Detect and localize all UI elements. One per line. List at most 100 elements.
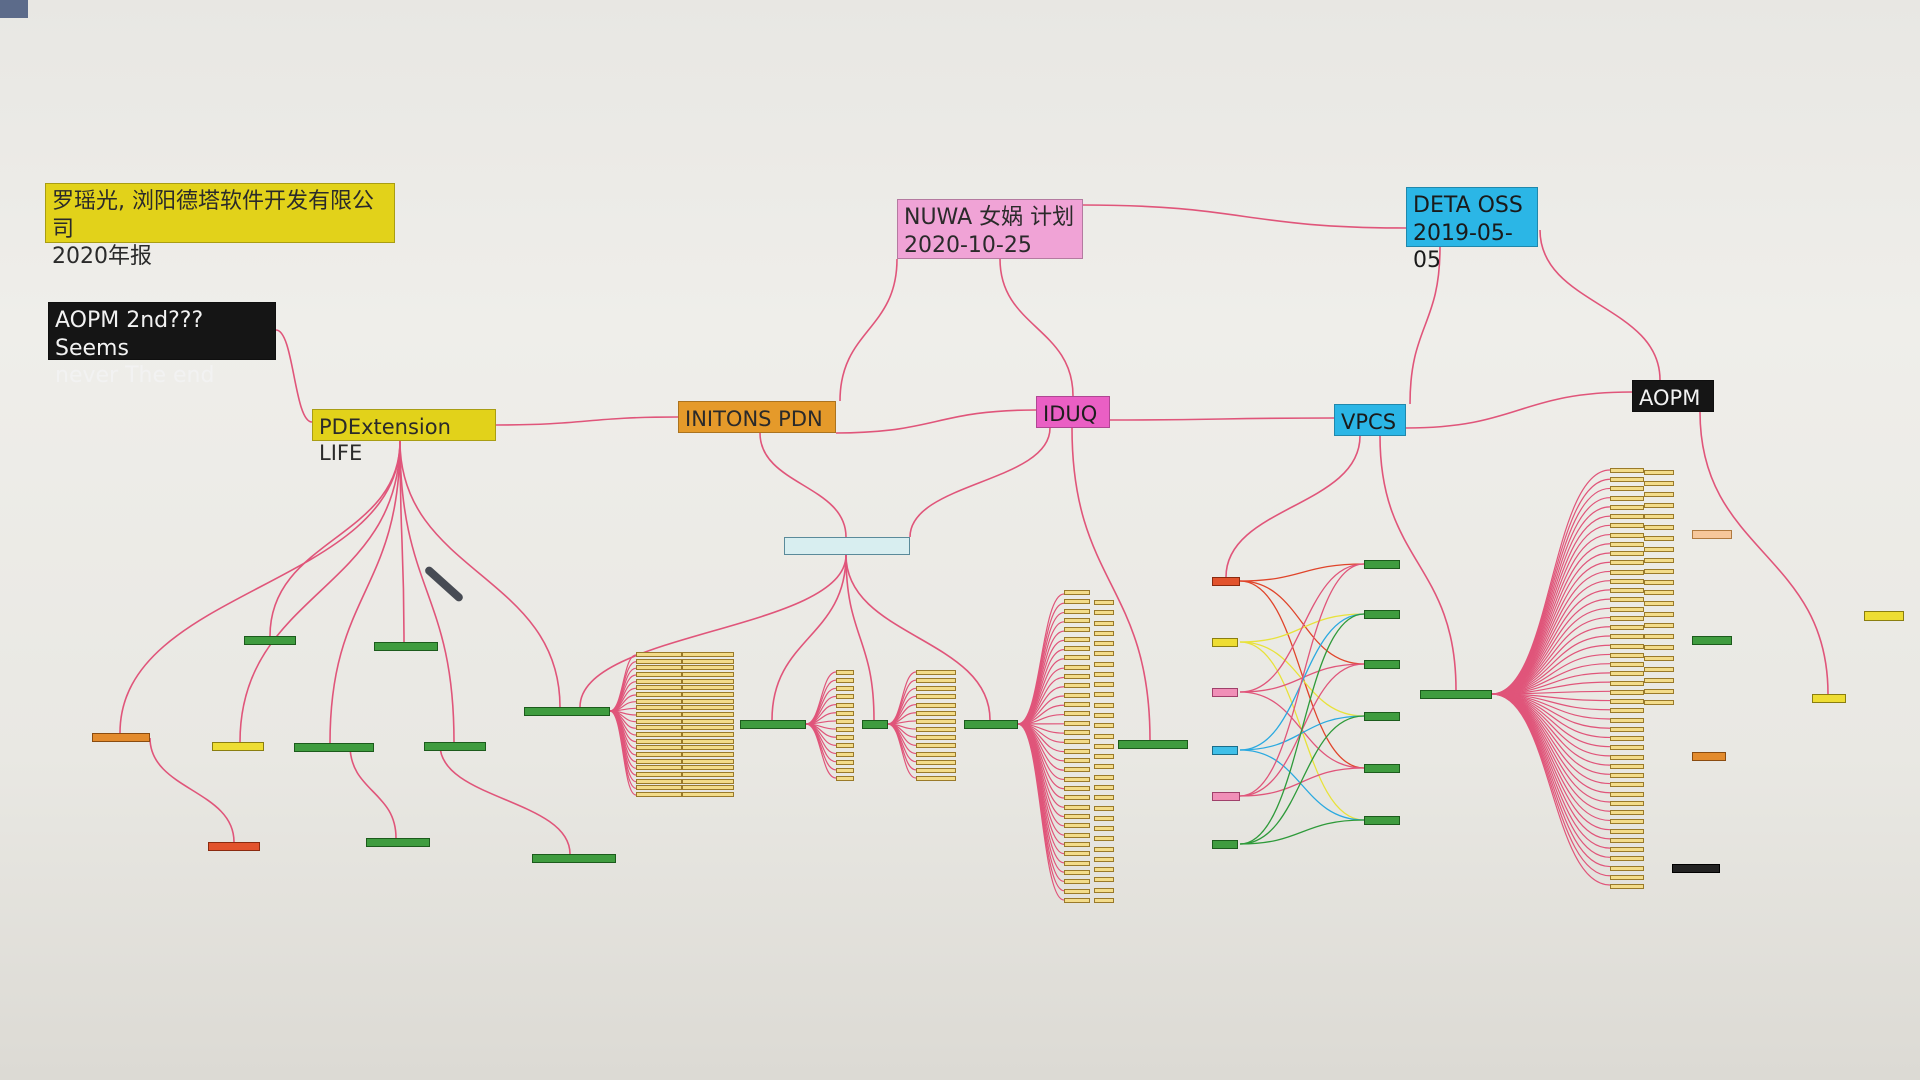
leaf-node[interactable] <box>1064 646 1090 651</box>
leaf-node[interactable] <box>636 738 682 744</box>
leaf-node[interactable] <box>1610 736 1644 742</box>
leaf-node[interactable] <box>244 636 296 645</box>
leaf-node[interactable] <box>1644 470 1674 475</box>
leaf-node[interactable] <box>1364 816 1400 825</box>
leaf-node[interactable] <box>636 685 682 691</box>
leaf-node[interactable] <box>1692 752 1726 761</box>
leaf-node[interactable] <box>1644 557 1674 563</box>
leaf-node[interactable] <box>1064 748 1090 754</box>
leaf-node[interactable] <box>636 725 682 731</box>
leaf-node[interactable] <box>1094 723 1114 729</box>
leaf-node[interactable] <box>916 678 956 684</box>
leaf-node[interactable] <box>1610 578 1644 584</box>
leaf-node[interactable] <box>1864 611 1904 621</box>
leaf-node[interactable] <box>836 686 854 692</box>
leaf-node[interactable] <box>1644 524 1674 530</box>
leaf-node[interactable] <box>836 702 854 708</box>
leaf-node[interactable] <box>1064 879 1090 885</box>
leaf-node[interactable] <box>636 732 682 737</box>
subtopic-note-box[interactable] <box>784 537 910 555</box>
leaf-node[interactable] <box>1212 840 1238 849</box>
leaf-node[interactable] <box>1610 689 1644 695</box>
leaf-node[interactable] <box>1610 726 1644 732</box>
leaf-node[interactable] <box>636 698 682 704</box>
leaf-node[interactable] <box>1644 491 1674 497</box>
leaf-node[interactable] <box>1094 898 1114 903</box>
leaf-node[interactable] <box>1364 610 1400 619</box>
leaf-node[interactable] <box>682 758 734 764</box>
leaf-node[interactable] <box>836 735 854 741</box>
leaf-node[interactable] <box>682 718 734 724</box>
leaf-node[interactable] <box>1064 711 1090 717</box>
leaf-node[interactable] <box>1364 764 1400 773</box>
leaf-node[interactable] <box>1644 480 1674 486</box>
leaf-node[interactable] <box>1610 532 1644 538</box>
leaf-node[interactable] <box>682 698 734 704</box>
leaf-node[interactable] <box>1644 601 1674 607</box>
leaf-node[interactable] <box>636 785 682 791</box>
leaf-node[interactable] <box>532 854 616 863</box>
leaf-node[interactable] <box>1644 546 1674 552</box>
leaf-node[interactable] <box>916 718 956 724</box>
leaf-node[interactable] <box>636 672 682 677</box>
leaf-node[interactable] <box>1094 692 1114 698</box>
leaf-node[interactable] <box>1610 486 1644 492</box>
leaf-node[interactable] <box>1064 674 1090 679</box>
iduq-node[interactable]: IDUQ <box>1036 396 1110 428</box>
leaf-node[interactable] <box>1094 826 1114 832</box>
leaf-node[interactable] <box>1610 680 1644 686</box>
leaf-node[interactable] <box>740 720 806 729</box>
leaf-node[interactable] <box>1364 660 1400 669</box>
leaf-node[interactable] <box>916 710 956 716</box>
leaf-node[interactable] <box>1064 627 1090 633</box>
leaf-node[interactable] <box>1094 795 1114 801</box>
leaf-node[interactable] <box>636 678 682 684</box>
leaf-node[interactable] <box>1064 888 1090 894</box>
leaf-node[interactable] <box>1610 763 1644 769</box>
leaf-node[interactable] <box>682 685 734 691</box>
leaf-node[interactable] <box>1610 800 1644 806</box>
leaf-node[interactable] <box>1644 645 1674 651</box>
leaf-node[interactable] <box>836 767 854 773</box>
leaf-node[interactable] <box>1672 864 1720 873</box>
leaf-node[interactable] <box>1094 805 1114 811</box>
leaf-node[interactable] <box>1610 708 1644 714</box>
leaf-node[interactable] <box>682 678 734 684</box>
leaf-node[interactable] <box>1094 610 1114 616</box>
leaf-node[interactable] <box>1644 579 1674 585</box>
leaf-node[interactable] <box>836 710 854 716</box>
leaf-node[interactable] <box>1064 683 1090 689</box>
leaf-node[interactable] <box>682 692 734 697</box>
leaf-node[interactable] <box>1610 560 1644 566</box>
leaf-node[interactable] <box>1094 661 1114 667</box>
leaf-node[interactable] <box>916 743 956 749</box>
leaf-node[interactable] <box>1094 856 1114 862</box>
leaf-node[interactable] <box>1064 664 1090 670</box>
leaf-node[interactable] <box>294 743 374 752</box>
leaf-node[interactable] <box>1610 782 1644 788</box>
leaf-node[interactable] <box>916 670 956 675</box>
leaf-node[interactable] <box>1064 730 1090 735</box>
leaf-node[interactable] <box>1610 523 1644 529</box>
leaf-node[interactable] <box>1064 739 1090 745</box>
leaf-node[interactable] <box>1610 514 1644 520</box>
leaf-node[interactable] <box>1610 856 1644 862</box>
leaf-node[interactable] <box>1610 717 1644 723</box>
leaf-node[interactable] <box>636 692 682 697</box>
leaf-node[interactable] <box>1094 651 1114 657</box>
leaf-node[interactable] <box>1094 846 1114 852</box>
leaf-node[interactable] <box>1644 689 1674 695</box>
leaf-node[interactable] <box>1644 623 1674 629</box>
leaf-node[interactable] <box>682 745 734 751</box>
leaf-node[interactable] <box>1094 774 1114 780</box>
leaf-node[interactable] <box>1094 784 1114 790</box>
leaf-node[interactable] <box>1644 568 1674 574</box>
leaf-node[interactable] <box>636 765 682 771</box>
leaf-node[interactable] <box>836 694 854 700</box>
deta-oss-node[interactable]: DETA OSS 2019-05-05 <box>1406 187 1538 273</box>
leaf-node[interactable] <box>1610 652 1644 658</box>
leaf-node[interactable] <box>1610 569 1644 575</box>
leaf-node[interactable] <box>424 742 486 751</box>
leaf-node[interactable] <box>1610 625 1644 631</box>
leaf-node[interactable] <box>636 718 682 724</box>
